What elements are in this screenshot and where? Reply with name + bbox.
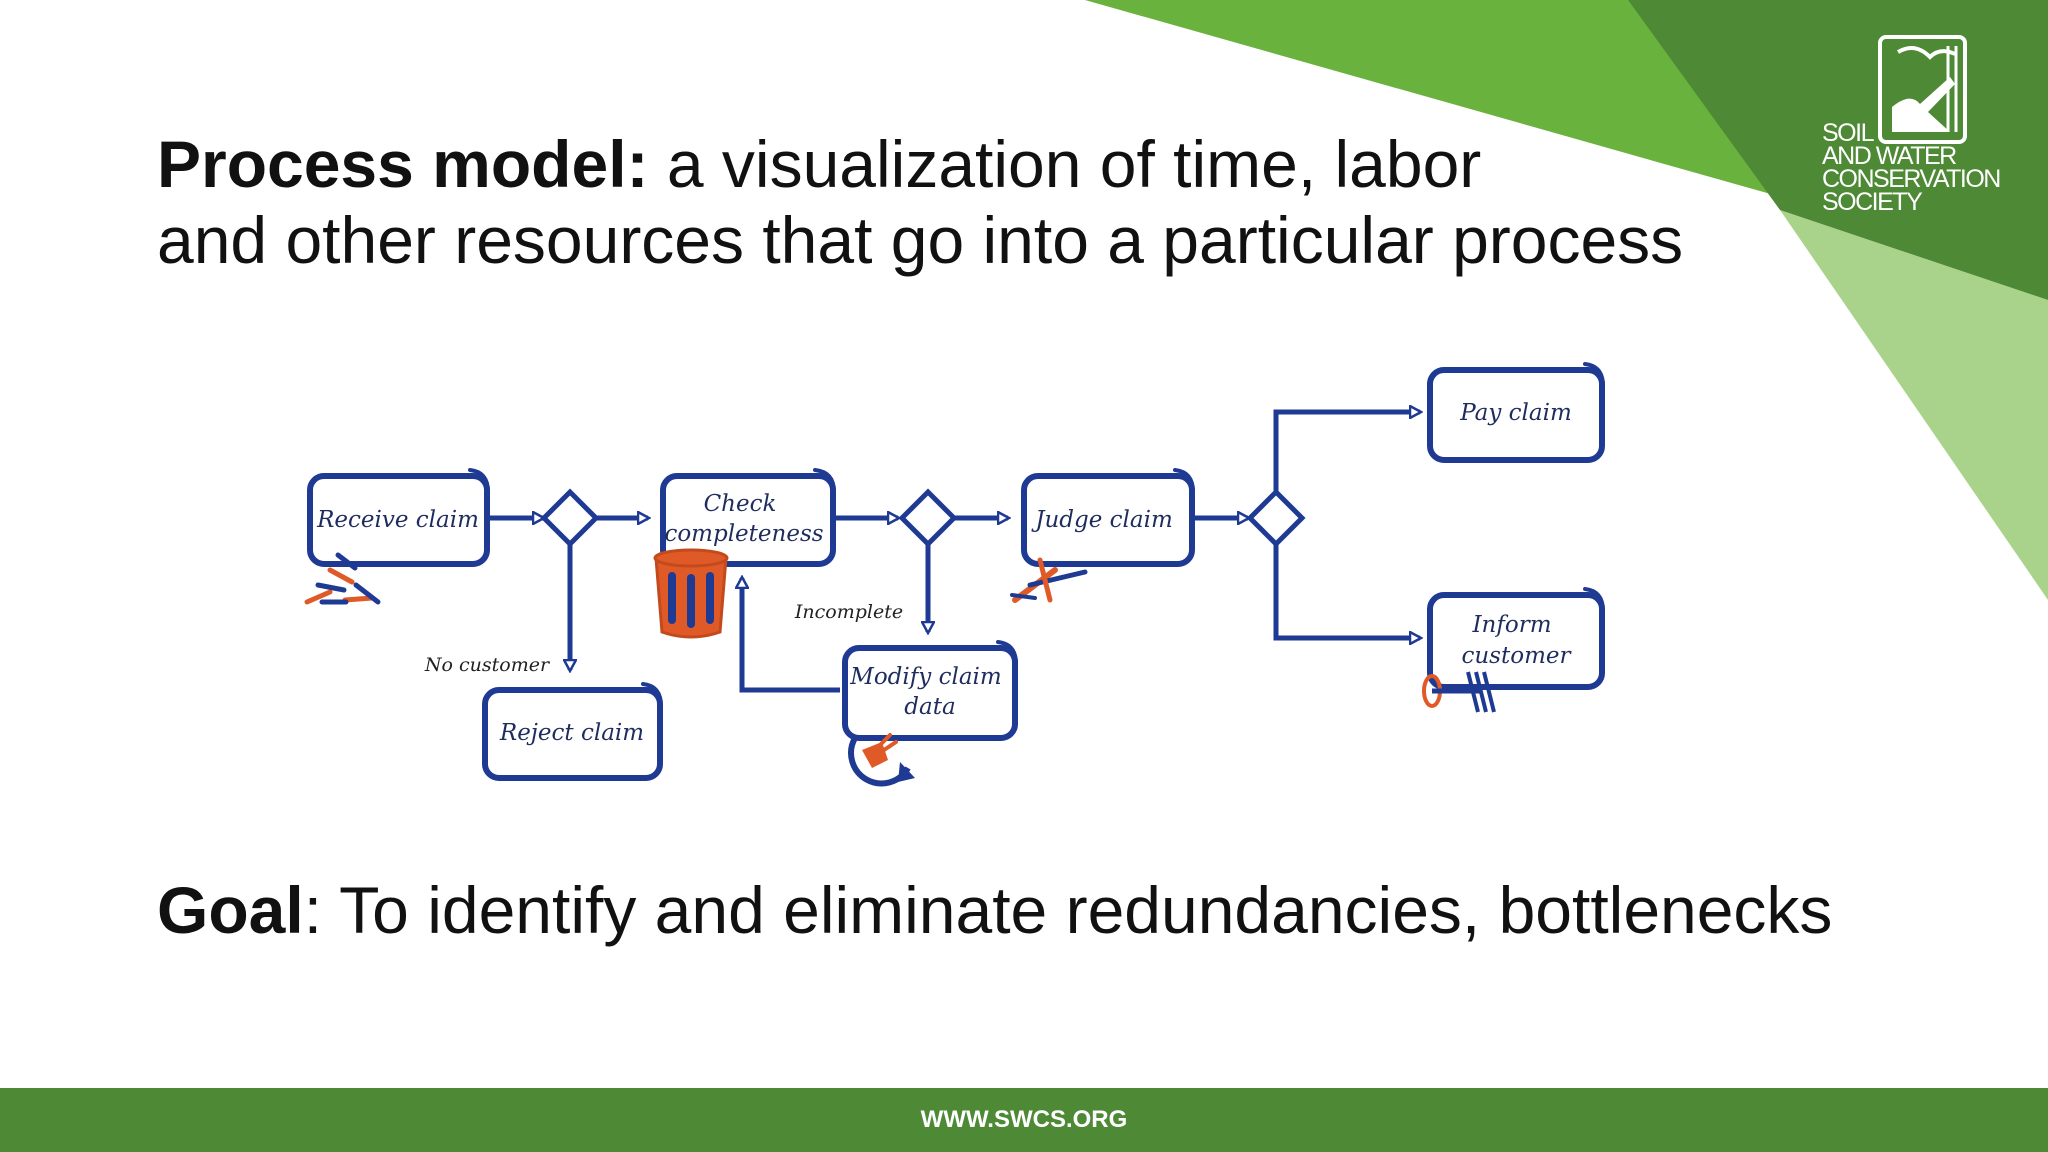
task-receive-claim <box>307 473 490 567</box>
title-bold: Process model: <box>157 127 649 201</box>
edge-gateway3-to-inform <box>1273 542 1420 638</box>
label-no-customer: No customer <box>424 654 551 676</box>
gateway-customer-check <box>540 488 600 548</box>
gateway-judgement <box>1246 488 1306 548</box>
label-check-line2: completeness <box>664 521 823 547</box>
gateway-completeness-check <box>898 488 958 548</box>
goal-bold: Goal <box>157 873 304 947</box>
gateways <box>540 488 1306 548</box>
task-check-completeness <box>660 473 836 567</box>
task-pay-claim <box>1427 367 1605 463</box>
logo-line-3: CONSERVATION <box>1822 165 2001 193</box>
task-labels: Receive claim Check completeness Judge c… <box>316 400 1572 746</box>
label-receive-claim: Receive claim <box>316 507 479 533</box>
goal-text: : To identify and eliminate redundancies… <box>303 873 1833 947</box>
edge-arrows <box>487 412 1420 693</box>
task-boxes <box>307 367 1605 781</box>
title-line2: and other resources that go into a parti… <box>157 203 1684 277</box>
task-judge-claim <box>1021 473 1195 567</box>
footer-bar: WWW.SWCS.ORG <box>0 1088 2048 1152</box>
label-check-line1: Check <box>704 491 777 517</box>
logo-line-2: AND WATER <box>1822 142 1957 170</box>
title-line1: a visualization of time, labor <box>648 127 1482 201</box>
pile-icon <box>304 552 381 605</box>
task-inform-customer <box>1427 592 1605 690</box>
goal-statement: Goal: To identify and eliminate redundan… <box>157 872 1957 948</box>
label-judge-claim: Judge claim <box>1031 507 1173 533</box>
task-modify-claim-data <box>842 645 1018 741</box>
gavel-icon <box>1010 557 1088 603</box>
process-diagram: Receive claim Check completeness Judge c… <box>304 362 1605 787</box>
task-reject-claim <box>482 687 663 781</box>
logo-line-4: SOCIETY <box>1822 188 1923 216</box>
label-pay-claim: Pay claim <box>1459 400 1572 426</box>
target-arrow-icon <box>1422 671 1496 713</box>
label-modify-line2: data <box>904 694 955 720</box>
label-incomplete: Incomplete <box>794 601 903 623</box>
edge-gateway3-to-pay <box>1273 412 1420 494</box>
edge-modify-to-check <box>742 578 840 693</box>
label-modify-line1: Modify claim <box>849 664 1001 690</box>
logo-line-1: SOIL <box>1822 119 1874 147</box>
trash-bin-icon <box>653 548 729 639</box>
slide-title: Process model: a visualization of time, … <box>157 126 1757 278</box>
label-inform-line2: customer <box>1461 643 1572 669</box>
cycle-hand-icon <box>848 733 915 787</box>
label-inform-line1: Inform <box>1471 612 1551 638</box>
swcs-logo-text: SOIL AND WATER CONSERVATION SOCIETY <box>1822 119 2001 216</box>
label-reject-claim: Reject claim <box>499 720 644 746</box>
swcs-logo-icon <box>1878 35 1967 144</box>
edge-labels: No customer Incomplete <box>424 601 903 676</box>
task-box-corner-strokes <box>468 362 1605 708</box>
footer-url: WWW.SWCS.ORG <box>920 1106 1128 1133</box>
